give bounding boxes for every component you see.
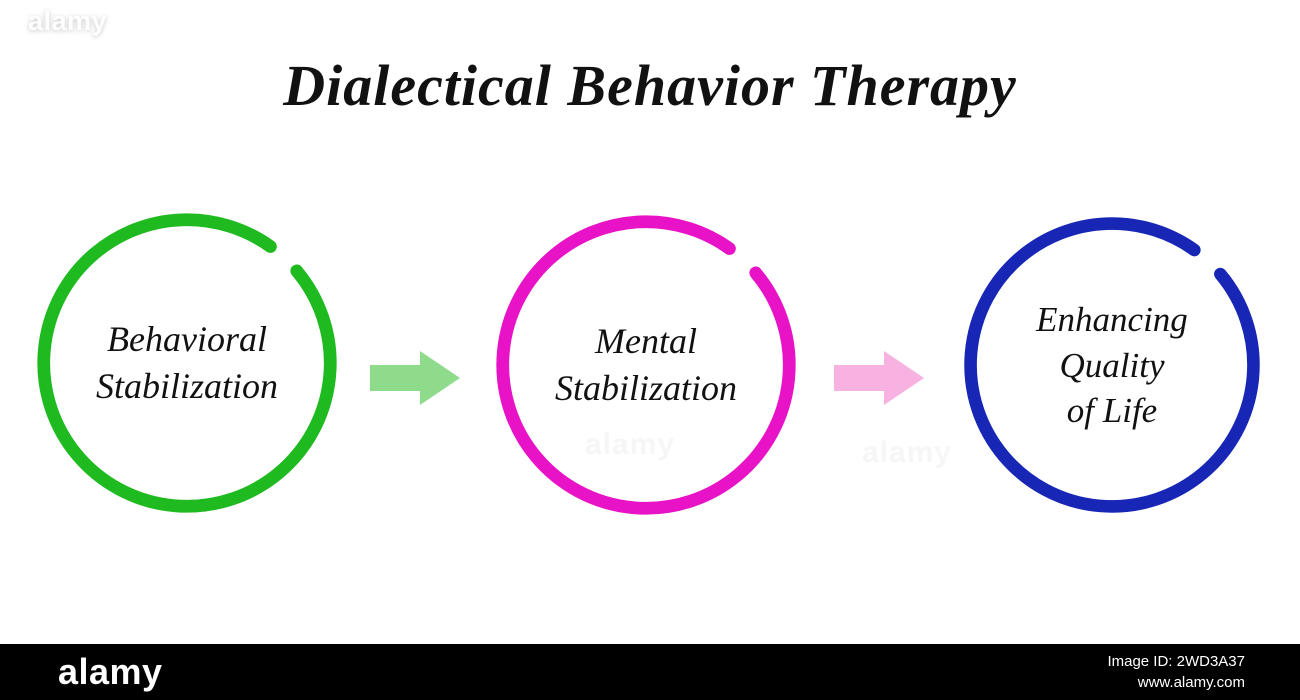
node-behavioral-stabilization: Behavioral Stabilization (30, 206, 344, 520)
node-label-mental-stabilization: Mental Stabilization (554, 321, 738, 408)
node-label-behavioral-stabilization: Behavioral Stabilization (95, 319, 279, 406)
node-enhancing-quality-of-life: Enhancing Quality of Life (957, 210, 1267, 520)
credit-bar: alamy Image ID: 2WD3A37 www.alamy.com (0, 644, 1300, 700)
alamy-logo: alamy (58, 651, 163, 692)
alamy-watermark-faint: alamy (585, 428, 676, 461)
magenta-circle-ring (496, 215, 796, 515)
node-label-enhancing-quality-of-life: Enhancing Quality of Life (1036, 299, 1188, 430)
alamy-watermark-faint: alamy (862, 436, 953, 469)
image-id: Image ID: 2WD3A37 (1107, 653, 1245, 670)
alamy-url: www.alamy.com (1137, 674, 1245, 691)
flow-arrow-1 (370, 348, 462, 408)
blue-circle-ring (964, 217, 1260, 513)
image-credit-text: Image ID: 2WD3A37 www.alamy.com (1107, 651, 1245, 693)
green-circle-ring (37, 213, 337, 513)
right-arrow-icon (834, 351, 924, 405)
alamy-watermark-corner: alamy (28, 6, 108, 36)
node-mental-stabilization: Mental Stabilization (489, 208, 803, 522)
flow-arrow-2 (834, 348, 926, 408)
diagram-title: Dialectical Behavior Therapy (283, 53, 1017, 118)
right-arrow-icon (370, 351, 460, 405)
